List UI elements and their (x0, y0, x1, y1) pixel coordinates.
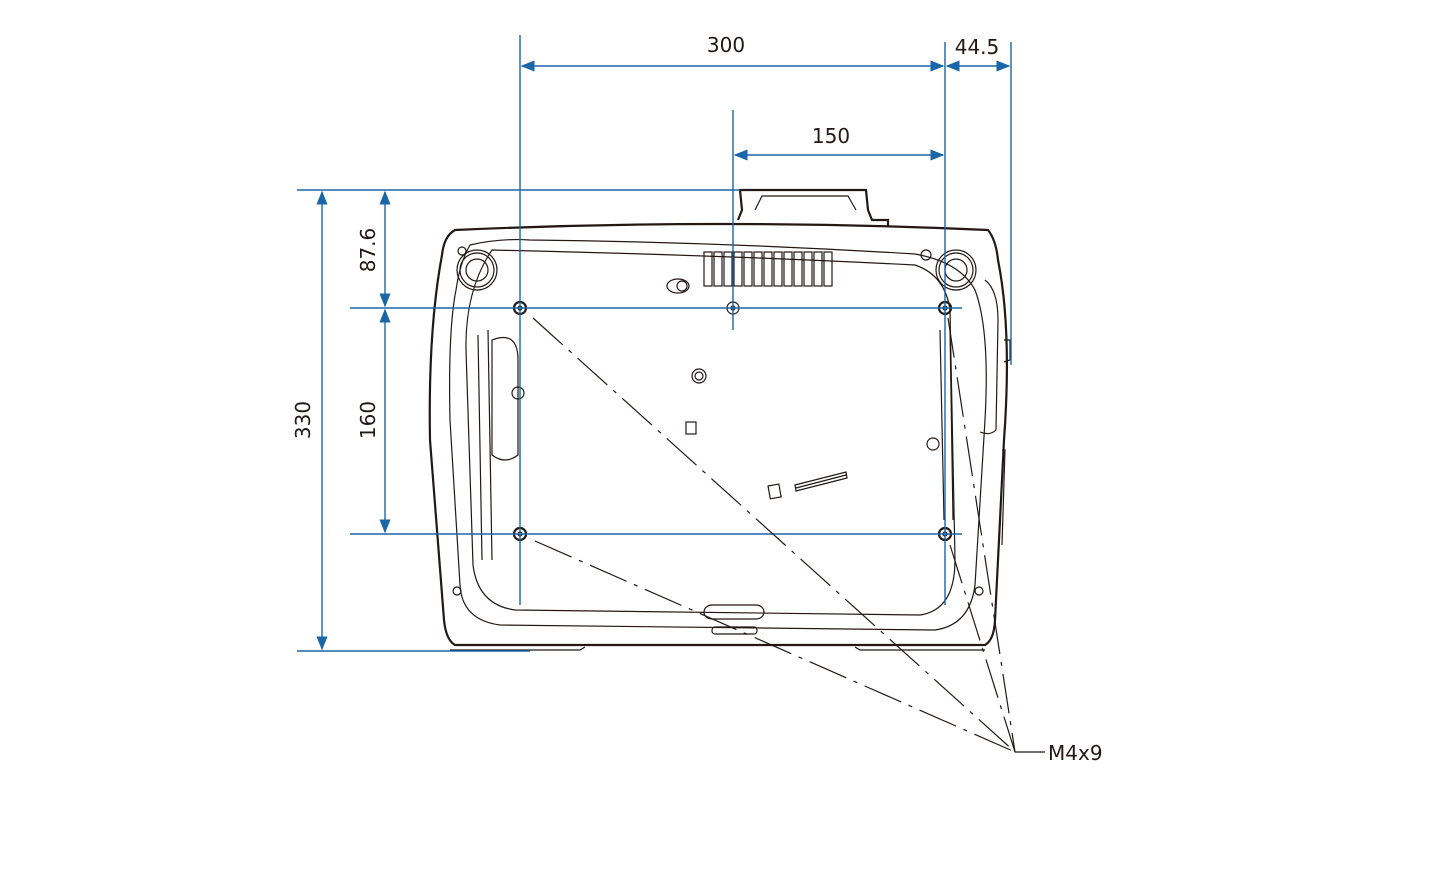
dim-label-160: 160 (356, 401, 380, 439)
screw-label: M4x9 (1048, 741, 1103, 765)
extension-lines (297, 35, 1012, 652)
projector-body (428, 188, 1011, 651)
dim-label-300: 300 (707, 33, 745, 57)
foot-right (935, 249, 977, 291)
dim-label-150: 150 (812, 124, 850, 148)
foot-left (456, 249, 498, 291)
dim-label-87-6: 87.6 (356, 228, 380, 273)
vent-slots (703, 251, 833, 287)
dim-label-44-5: 44.5 (955, 35, 1000, 59)
dim-label-330: 330 (291, 401, 315, 439)
screw-leader-lines (532, 317, 1045, 753)
